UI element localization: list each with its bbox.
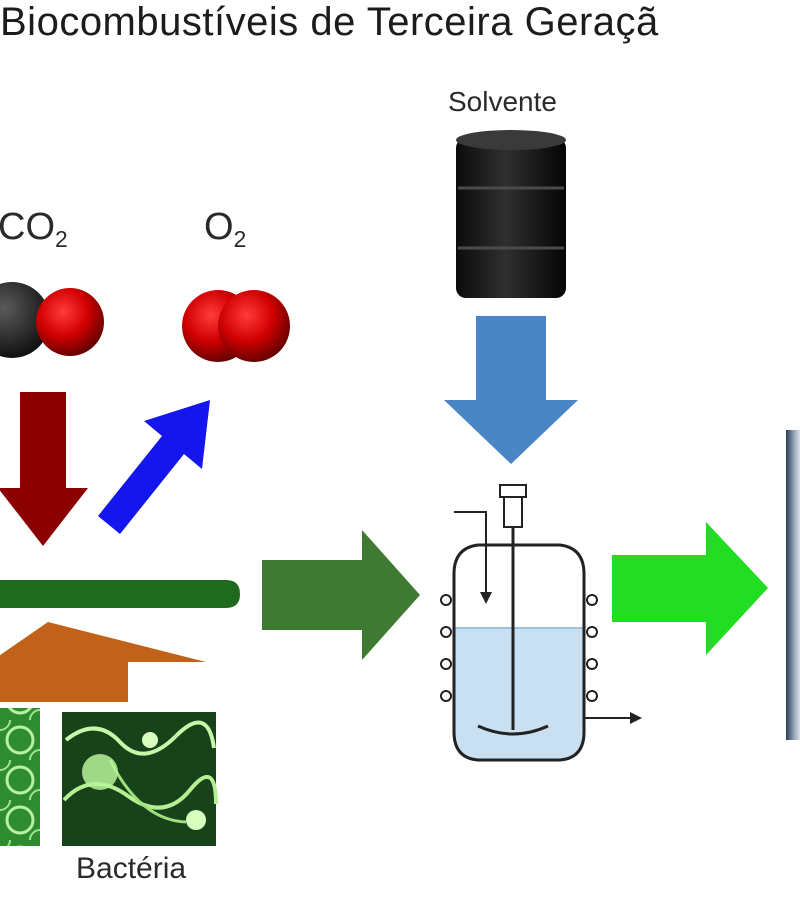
co2-label-main: CO [0,206,55,248]
diagram-title: Biocombustíveis de Terceira Geraçã [0,0,659,44]
bioreactor-icon [440,484,642,762]
o2-molecule-icon [182,290,290,362]
output-panel [786,430,800,740]
algae-image [0,708,40,846]
co2-label-subscript: 2 [55,226,68,252]
green-arrow-to-output [612,522,768,655]
solvent-down-arrow [444,316,578,464]
co2-label: CO2 [0,206,68,252]
bacteria-label: Bactéria [76,852,187,885]
solvente-label: Solvente [448,86,557,117]
o2-label-main: O [204,206,234,248]
co2-molecule-icon [0,282,104,358]
o2-label-subscript: 2 [233,226,247,252]
green-arrow-to-reactor [262,530,420,660]
orange-up-arrow [0,622,206,702]
green-bar [0,580,240,608]
o2-label: O2 [204,206,247,252]
oil-barrel-icon [456,130,566,298]
bacteria-image [62,712,218,846]
o2-up-arrow [98,400,210,534]
co2-down-arrow [0,392,88,546]
